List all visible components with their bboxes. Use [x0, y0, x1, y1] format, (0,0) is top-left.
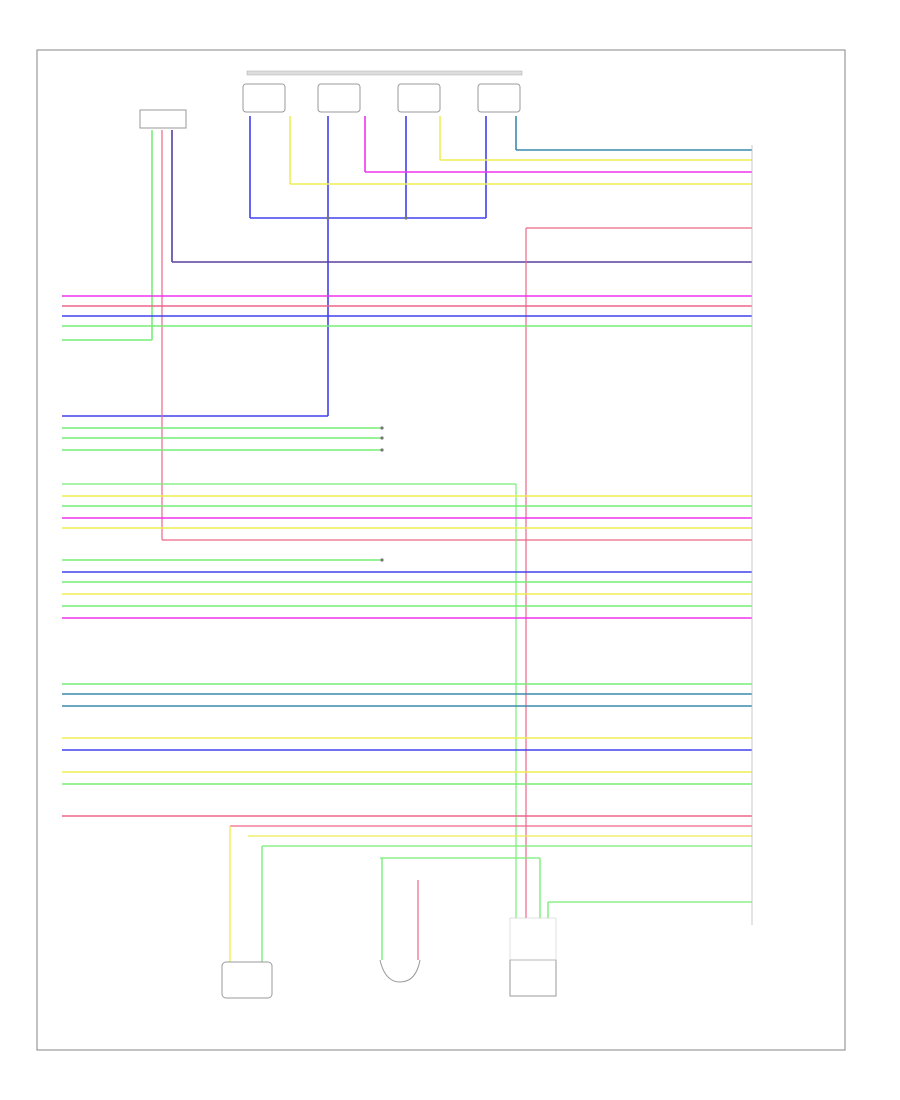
bottom-sensor-b — [379, 858, 421, 983]
splice-points — [326, 216, 408, 562]
left-top-sensor — [139, 109, 187, 129]
bottom-connector-c — [509, 858, 557, 997]
sensor-2 — [317, 83, 361, 113]
diagram-frame — [36, 49, 846, 1051]
bottom-sensor-a — [221, 826, 273, 999]
sensor-4 — [477, 83, 521, 113]
sensor-3 — [397, 83, 441, 113]
sensor-1 — [242, 83, 286, 113]
left-sensor-wires — [62, 130, 752, 541]
top-sensor-group — [242, 70, 523, 113]
top-sensor-wires — [62, 116, 752, 417]
bus-wires — [62, 295, 752, 918]
